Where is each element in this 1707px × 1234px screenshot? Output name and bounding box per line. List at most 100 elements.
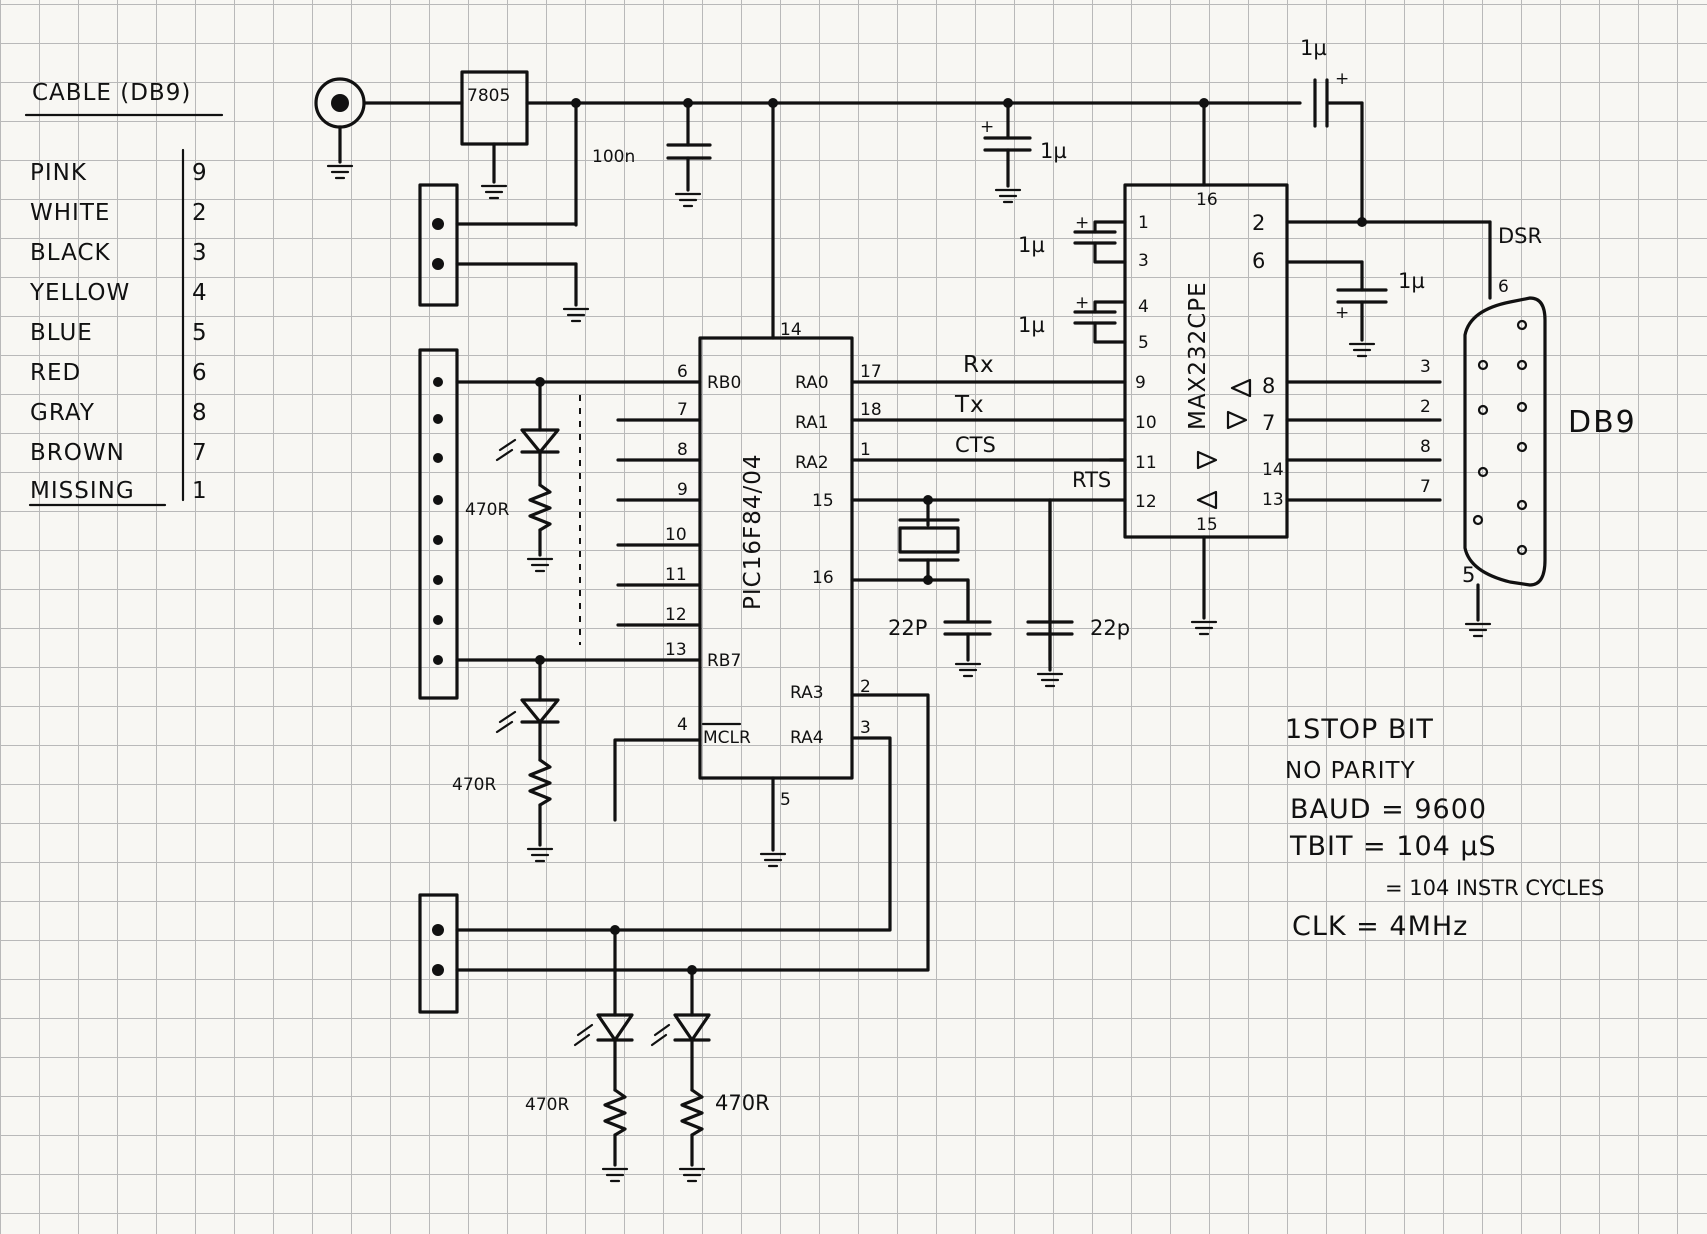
resistor-label: 470R	[452, 775, 496, 795]
svg-text:2: 2	[1252, 211, 1265, 235]
regulator-label: 7805	[467, 86, 510, 106]
svg-text:12: 12	[1135, 492, 1157, 512]
capacitor-1u-pin1: + 1µ	[1018, 213, 1127, 264]
svg-text:10: 10	[665, 525, 687, 545]
note-line: = 104 INSTR CYCLES	[1385, 876, 1604, 900]
svg-text:+: +	[1075, 293, 1089, 313]
header-top-2pin	[418, 183, 590, 323]
wire-ra4	[455, 736, 892, 932]
svg-text:11: 11	[1135, 453, 1157, 473]
led-ra3-icon	[650, 968, 711, 1183]
resistor-label: 470R	[715, 1091, 770, 1115]
pic-pin-gnd: 5	[780, 790, 791, 810]
svg-text:9: 9	[677, 480, 688, 500]
capacitor-1u-series: + 1µ	[1300, 36, 1364, 224]
cable-pin: 2	[192, 200, 208, 226]
capacitor-label: 1µ	[1018, 313, 1045, 337]
svg-text:4: 4	[1138, 297, 1149, 317]
cable-table-title: CABLE (DB9)	[32, 80, 191, 106]
svg-text:17: 17	[860, 362, 882, 382]
svg-text:7: 7	[1420, 477, 1431, 497]
svg-text:RA0: RA0	[795, 373, 829, 393]
capacitor-label: 22p	[1090, 616, 1130, 640]
power-jack-icon	[314, 77, 366, 180]
svg-text:+: +	[1075, 213, 1089, 233]
cable-color-table: CABLE (DB9) PINK 9 WHITE 2 BLACK 3 YELLO…	[24, 80, 224, 507]
cable-color: WHITE	[30, 200, 110, 226]
svg-text:+: +	[980, 117, 994, 137]
svg-text:RA4: RA4	[790, 728, 824, 748]
svg-text:8: 8	[1262, 374, 1275, 398]
svg-text:3: 3	[860, 718, 871, 738]
pic-chip-name: PIC16F84/04	[740, 454, 766, 611]
capacitor-label: 1µ	[1398, 269, 1425, 293]
cable-pin: 3	[192, 240, 208, 266]
svg-text:6: 6	[677, 362, 688, 382]
svg-text:13: 13	[1262, 490, 1284, 510]
svg-text:12: 12	[665, 605, 687, 625]
cable-color: BROWN	[30, 440, 125, 466]
db9-label: DB9	[1568, 405, 1637, 440]
capacitor-100n: 100n	[592, 101, 712, 208]
note-line: NO PARITY	[1285, 758, 1416, 784]
resistor-label: 470R	[525, 1095, 569, 1115]
led-rb0-icon	[495, 380, 560, 573]
max232-chip-name: MAX232CPE	[1185, 281, 1211, 430]
cable-color: RED	[30, 360, 81, 386]
svg-text:2: 2	[1420, 397, 1431, 417]
max232-chip: MAX232CPE 16 15 1 3 4 5 9 10 11 12 2 6 8…	[1123, 183, 1289, 539]
svg-text:4: 4	[677, 715, 688, 735]
svg-text:7: 7	[677, 400, 688, 420]
cable-pin: 4	[192, 280, 208, 306]
capacitor-22p-left: 22P	[888, 578, 992, 678]
cable-color: BLACK	[30, 240, 111, 266]
note-line: TBIT = 104 µS	[1289, 831, 1497, 862]
signal-cts-label: CTS	[955, 433, 996, 457]
cable-color: GRAY	[30, 400, 95, 426]
svg-text:13: 13	[665, 640, 687, 660]
cable-pin: 5	[192, 320, 208, 346]
svg-text:14: 14	[1262, 460, 1284, 480]
svg-text:RA2: RA2	[795, 453, 829, 473]
resistor-label: 470R	[465, 500, 509, 520]
db9-connector-icon: 6 3 2 8 7 5	[1420, 277, 1547, 638]
capacitor-1u-top: + 1µ	[980, 101, 1067, 204]
svg-text:7: 7	[1262, 411, 1275, 435]
signal-rts-label: RTS	[1072, 468, 1111, 492]
svg-text:3: 3	[1138, 251, 1149, 271]
svg-text:2: 2	[860, 677, 871, 697]
svg-text:RB7: RB7	[707, 651, 741, 671]
svg-text:16: 16	[812, 568, 834, 588]
led-rb7-icon	[495, 658, 560, 863]
serial-notes: 1STOP BIT NO PARITY BAUD = 9600 TBIT = 1…	[1285, 714, 1604, 942]
cable-pin: 7	[192, 440, 208, 466]
capacitor-label: 100n	[592, 147, 635, 167]
svg-text:RA3: RA3	[790, 683, 824, 703]
svg-text:8: 8	[1420, 437, 1431, 457]
signal-tx-label: Tx	[954, 392, 985, 418]
max232-pin-bottom: 15	[1196, 515, 1218, 535]
pic-pin-vdd: 14	[780, 320, 802, 340]
capacitor-1u-pin4: + 1µ	[1018, 293, 1127, 344]
header-portb-8pin	[418, 348, 459, 700]
capacitor-label: 1µ	[1018, 233, 1045, 257]
capacitor-1u-dsr: + 1µ	[1335, 260, 1425, 358]
cable-color: PINK	[30, 160, 87, 186]
db9-pin-dsr: 6	[1498, 277, 1509, 297]
cable-rows: PINK 9 WHITE 2 BLACK 3 YELLOW 4 BLUE 5 R…	[29, 160, 208, 504]
capacitor-label: 1µ	[1040, 139, 1067, 163]
svg-text:18: 18	[860, 400, 882, 420]
svg-text:9: 9	[1135, 373, 1146, 393]
svg-text:RA1: RA1	[795, 413, 829, 433]
svg-text:15: 15	[812, 491, 834, 511]
svg-text:11: 11	[665, 565, 687, 585]
svg-text:+: +	[1335, 69, 1349, 89]
led-ra4-icon	[573, 928, 634, 1183]
db9-pin-gnd: 5	[1462, 563, 1475, 587]
cable-pin: 9	[192, 160, 208, 186]
signal-dsr-label: DSR	[1498, 224, 1542, 248]
svg-text:10: 10	[1135, 413, 1157, 433]
pic16f84-chip: PIC16F84/04 14 5 6 RB0 7 8 9 10 11 12 13…	[665, 320, 882, 810]
svg-text:6: 6	[1252, 249, 1265, 273]
